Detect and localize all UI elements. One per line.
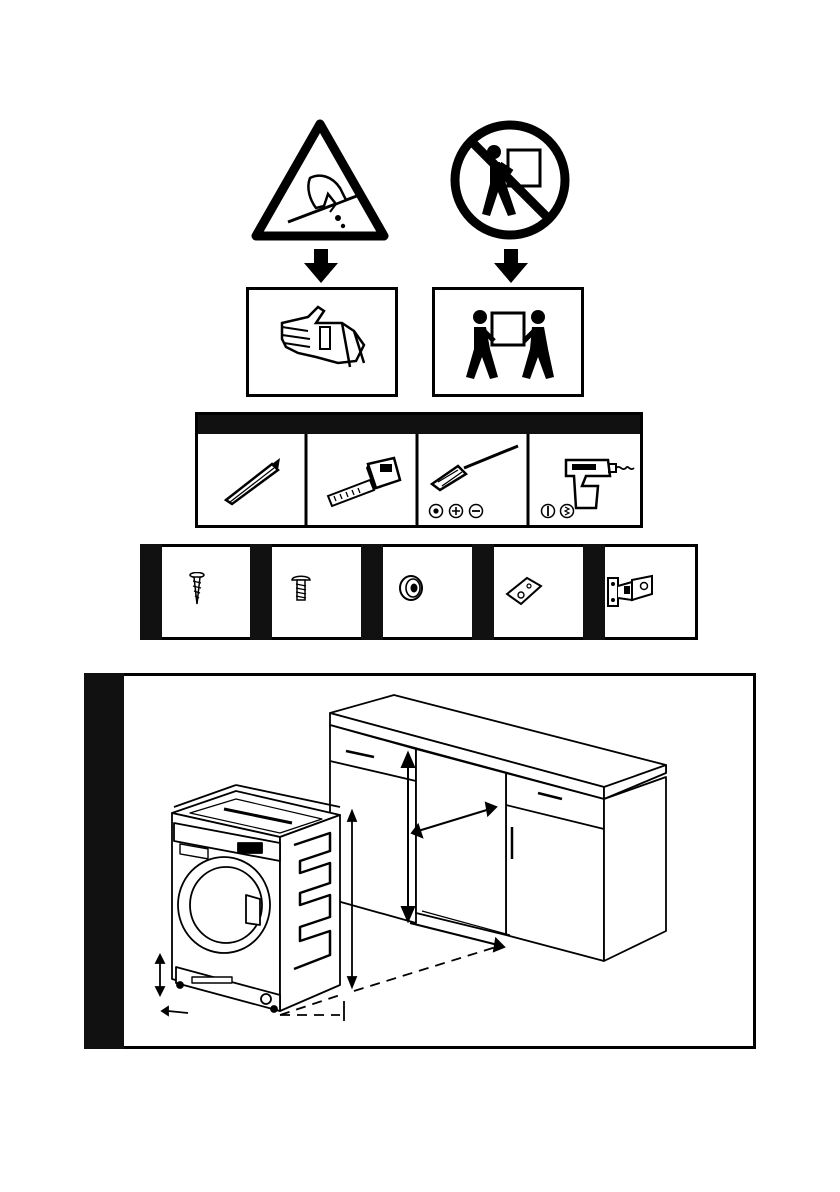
down-arrow-icon: [302, 249, 340, 285]
sharp-edge-warning-icon: [250, 118, 390, 242]
flat-symbol: [470, 505, 483, 518]
drill-mode-symbol: [542, 505, 555, 518]
pencil-icon: [222, 456, 284, 506]
mounting-plate-icon: [505, 576, 543, 606]
drill-mode-symbols: [540, 503, 576, 519]
phillips-symbol: [450, 505, 463, 518]
washing-machine: [172, 791, 340, 1012]
wood-screw-icon: [189, 572, 205, 606]
power-drill-icon: [558, 454, 638, 510]
flat-head-screw-icon: [291, 574, 311, 602]
torx-symbol: [430, 505, 443, 518]
screw-mode-symbol: [561, 505, 574, 518]
built-in-washing-machine-diagram: [84, 673, 756, 1049]
no-single-person-lift-icon: [446, 118, 574, 242]
door-hinge-icon: [606, 572, 656, 610]
round-spacer-icon: [398, 574, 424, 602]
down-arrow-icon: [492, 249, 530, 285]
screwdriver-bit-symbols: [428, 503, 484, 519]
protective-glove-icon: [246, 287, 398, 397]
tape-measure-icon: [324, 450, 404, 512]
two-person-lift-icon: [432, 287, 584, 397]
screwdriver-icon: [428, 444, 520, 492]
